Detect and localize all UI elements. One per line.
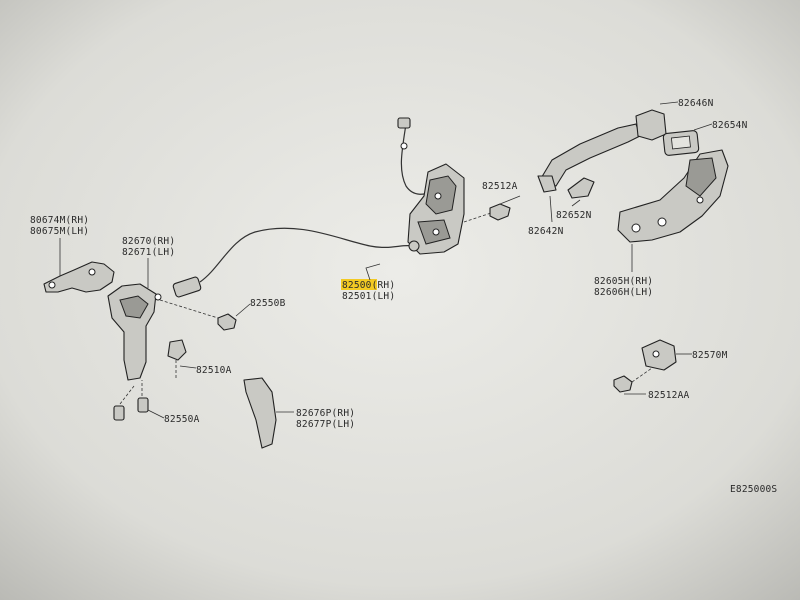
rod-clip [397,117,411,150]
label-82501: 82501(LH) [342,291,395,302]
label-82605h: 82605H(RH) [594,276,653,287]
screw-alignment-line [463,211,495,223]
inside-door-handle [107,258,162,381]
label-80674m: 80674M(RH) [30,215,89,226]
door-handle-lever [243,377,277,449]
label-82606h: 82606H(LH) [594,287,653,298]
cable-end-connector [172,276,202,298]
label-82654n: 82654N [712,120,748,131]
label-82671: 82671(LH) [122,247,175,258]
label-82512aa: 82512AA [648,390,690,401]
bolt-82550b [159,299,251,331]
label-82550b: 82550B [250,298,286,309]
label-82652n: 82652N [556,210,592,221]
label-82677p: 82677P(LH) [296,419,355,430]
leader-82500 [365,263,381,281]
door-lock-cable [199,227,413,283]
leader-82642n [549,195,553,223]
highlighted-part-number [341,279,377,290]
label-82512a: 82512A [482,181,518,192]
bolt-82512aa [613,367,653,395]
label-82642n: 82642N [528,226,564,237]
leader-82512a [499,195,521,205]
label-82500: 82500(RH) [342,280,395,291]
outside-handle-bracket [617,149,729,272]
diagram-code: E825000S [730,484,777,495]
clip-82550a [113,380,165,421]
label-80675m: 80675M(LH) [30,226,89,237]
label-82676p: 82676P(RH) [296,408,355,419]
door-lock-actuator [407,163,465,255]
door-striker [641,339,692,371]
gasket-82654n [662,123,713,156]
label-82646n: 82646N [678,98,714,109]
label-82510a: 82510A [196,365,232,376]
clip-82510a [167,339,197,378]
label-82670: 82670(RH) [122,236,175,247]
inside-handle-bracket [43,238,115,293]
label-82550a: 82550A [164,414,200,425]
gasket-82652n [567,177,595,207]
label-82570m: 82570M [692,350,728,361]
